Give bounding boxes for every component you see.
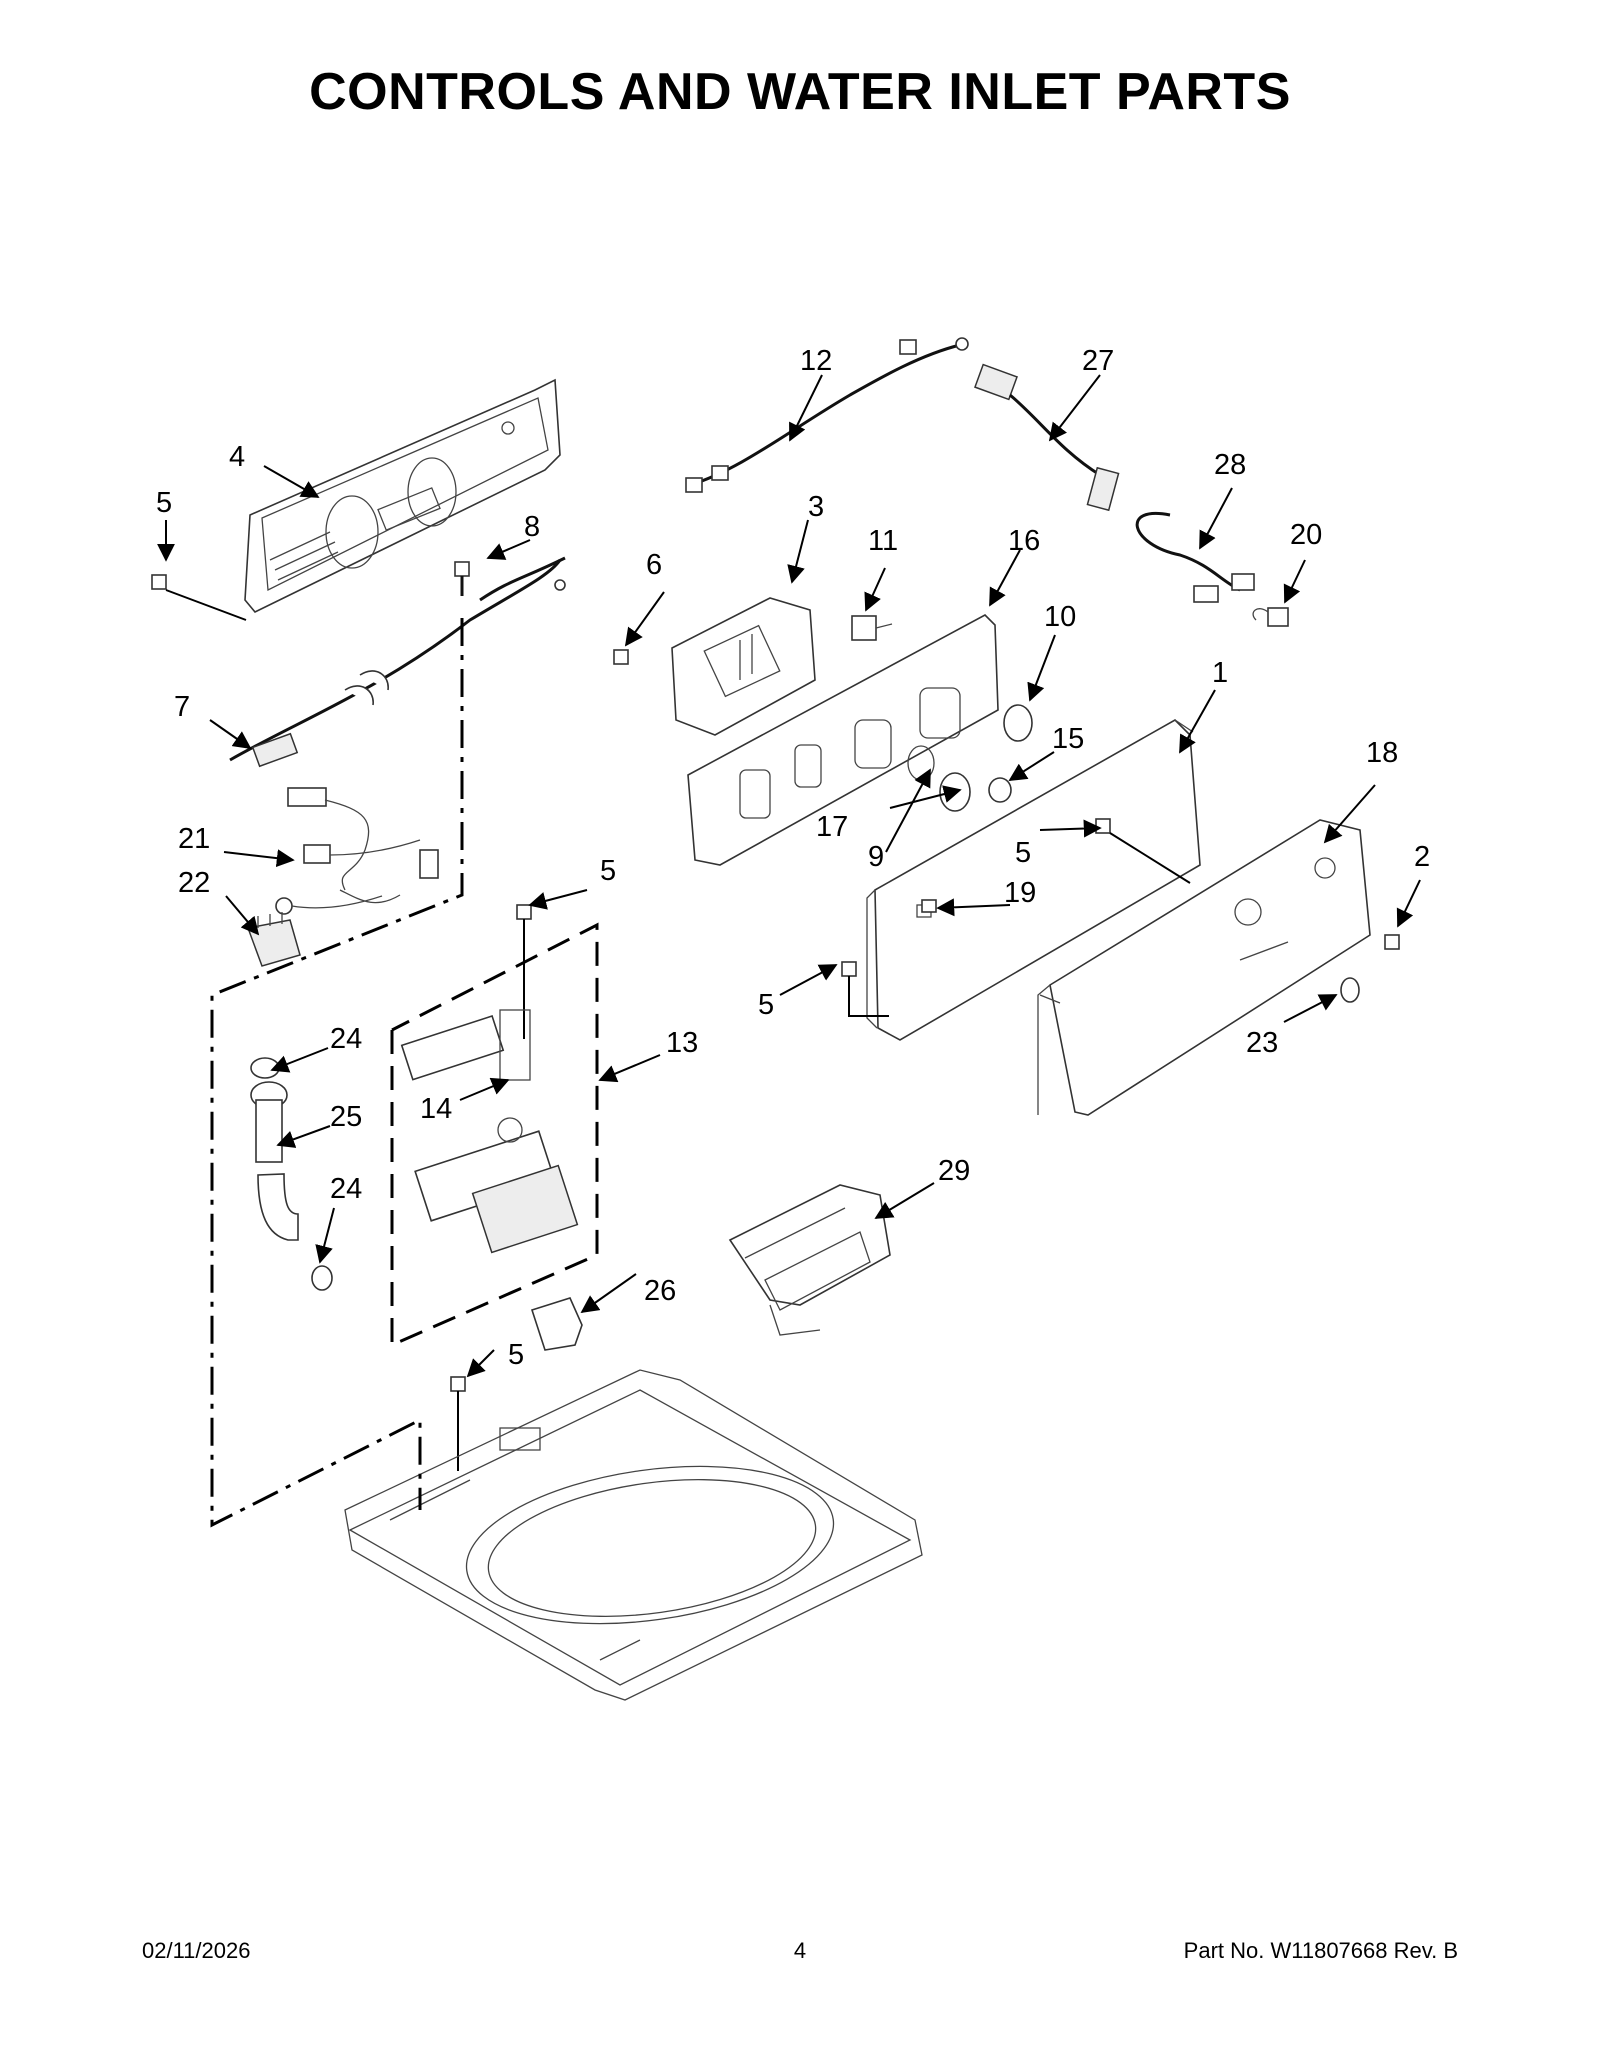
callout-3: 3 <box>808 491 824 523</box>
callout-27: 27 <box>1082 345 1114 377</box>
footer-page-number: 4 <box>793 1938 807 1963</box>
screws-5-part <box>151 574 1191 1471</box>
callout-5-a: 5 <box>156 487 172 519</box>
ring-23-part <box>1340 977 1360 1003</box>
callout-16: 16 <box>1008 525 1040 557</box>
callout-17: 17 <box>816 811 848 843</box>
callout-10: 10 <box>1044 601 1076 633</box>
dash-line-harness <box>210 618 464 1528</box>
callout-24-b: 24 <box>330 1173 362 1205</box>
callout-23: 23 <box>1246 1027 1278 1059</box>
callout-1: 1 <box>1212 657 1228 689</box>
screw-2-part <box>1384 934 1400 950</box>
callout-13: 13 <box>666 1027 698 1059</box>
dash-box-valve <box>390 922 599 1348</box>
water-valve-part <box>400 1009 579 1254</box>
callout-4: 4 <box>229 441 245 473</box>
page-title: CONTROLS AND WATER INLET PARTS <box>309 63 1291 121</box>
inlet-hose-part <box>250 1057 333 1291</box>
callout-11: 11 <box>868 525 898 557</box>
callout-5-d: 5 <box>600 855 616 887</box>
callout-6: 6 <box>646 549 662 581</box>
console-front-part <box>1037 819 1371 1116</box>
callout-29: 29 <box>938 1155 970 1187</box>
console-base-part <box>866 719 1201 1041</box>
callout-5-b: 5 <box>1015 837 1031 869</box>
callout-19: 19 <box>1004 877 1036 909</box>
callout-5-c: 5 <box>758 989 774 1021</box>
rear-console-panel-part <box>244 378 561 613</box>
callout-15: 15 <box>1052 723 1084 755</box>
callout-14: 14 <box>420 1093 452 1125</box>
cabinet-top-part <box>344 1369 923 1701</box>
callout-25: 25 <box>330 1101 362 1133</box>
callout-28: 28 <box>1214 449 1246 481</box>
footer-part-number: Part No. W11807668 Rev. B <box>1183 1938 1458 1963</box>
relay-part <box>246 912 301 967</box>
callout-2: 2 <box>1414 841 1430 873</box>
callout-18: 18 <box>1366 737 1398 769</box>
bracket-26-part <box>530 1297 583 1351</box>
console-frame-part <box>687 614 999 866</box>
callout-22: 22 <box>178 867 210 899</box>
callout-5-e: 5 <box>508 1339 524 1371</box>
encoder-11-part <box>851 615 893 641</box>
callout-21: 21 <box>178 823 210 855</box>
callout-8: 8 <box>524 511 540 543</box>
clip-19-part <box>921 899 937 913</box>
callout-12: 12 <box>800 345 832 377</box>
ground-screw-part <box>454 556 566 602</box>
callout-labels: 4 5 8 7 21 22 12 27 28 20 3 6 11 16 10 1… <box>156 345 1430 1371</box>
callout-7: 7 <box>174 691 190 723</box>
harness-12-part <box>685 337 969 493</box>
harness-28-part <box>1135 511 1255 603</box>
connector-20-part <box>1252 607 1289 627</box>
callout-20: 20 <box>1290 519 1322 551</box>
callout-26: 26 <box>644 1275 676 1307</box>
callout-24-a: 24 <box>330 1023 362 1055</box>
wire-harness-part <box>229 559 562 915</box>
callout-9: 9 <box>868 841 884 873</box>
control-board-part <box>671 597 816 736</box>
dispenser-29-part <box>728 1184 891 1336</box>
harness-27-part <box>974 363 1120 512</box>
leader-arrows <box>157 374 1421 1378</box>
footer-date: 02/11/2026 <box>142 1938 251 1963</box>
